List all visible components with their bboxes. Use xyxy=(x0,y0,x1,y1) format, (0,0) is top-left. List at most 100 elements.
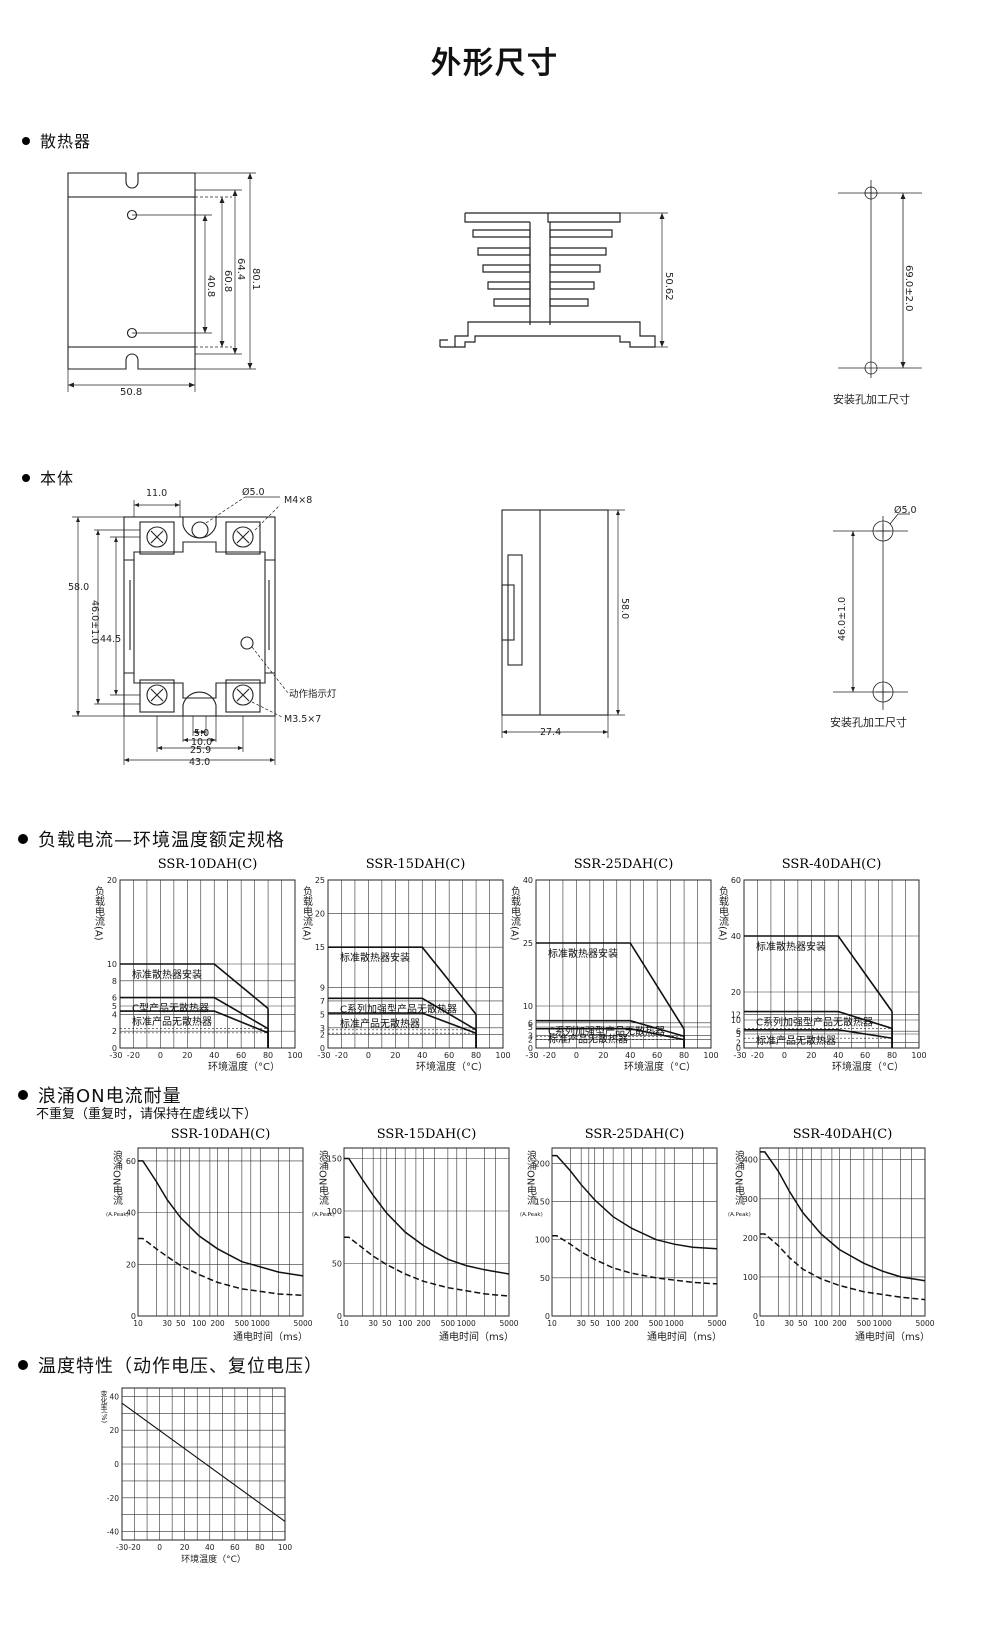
section-body: 本体 xyxy=(22,465,74,489)
surge-dashed-line xyxy=(344,1236,510,1297)
y-tick-label: 10 xyxy=(731,1016,741,1025)
section-temp-label: 温度特性（动作电压、复位电压） xyxy=(38,1356,323,1377)
plot-frame xyxy=(759,1147,926,1317)
x-axis-label: 环境温度（°C） xyxy=(832,1060,904,1073)
dim-58: 58.0 xyxy=(68,582,89,593)
y-tick-label: 8 xyxy=(112,977,117,986)
curve-label: 标准散热器安装 xyxy=(756,940,826,953)
y-tick-label: 2 xyxy=(736,1038,741,1047)
section-surge-label: 浪涌ON电流耐量 xyxy=(38,1086,182,1107)
dim-50-62: 50.62 xyxy=(663,272,674,301)
y-tick-label: 9 xyxy=(320,984,325,993)
dim-mount-46: 46.0±1.0 xyxy=(837,597,848,641)
body-mount-label: 安装孔加工尺寸 xyxy=(830,715,907,729)
y-axis-label: 变化率(%) xyxy=(100,1389,108,1423)
x-tick-label: 40 xyxy=(209,1051,219,1060)
y-tick-label: 20 xyxy=(109,1426,119,1435)
curve-label: 标准产品无散热器 xyxy=(340,1017,420,1030)
series-line xyxy=(120,996,269,1030)
dim-mount-d: Ø5.0 xyxy=(894,505,917,516)
series-line xyxy=(328,1012,477,1034)
y-unit-label: (A.Peak) xyxy=(106,1212,129,1218)
x-tick-label: -20 xyxy=(751,1051,764,1060)
x-tick-label: 5000 xyxy=(707,1319,726,1328)
x-tick-label: 20 xyxy=(390,1051,400,1060)
y-tick-label: 150 xyxy=(327,1155,342,1164)
y-axis-label: 浪涌ON电流 xyxy=(317,1149,329,1206)
x-tick-label: 200 xyxy=(210,1319,225,1328)
x-tick-label: 100 xyxy=(495,1051,510,1060)
series-line xyxy=(328,997,477,1031)
y-tick-label: 0 xyxy=(545,1312,550,1321)
y-tick-label: 60 xyxy=(126,1157,136,1166)
x-tick-label: 60 xyxy=(652,1051,662,1060)
dim-60-8: 60.8 xyxy=(222,270,233,292)
y-axis-label: 负载电流(A) xyxy=(717,885,729,941)
surge-solid-line xyxy=(760,1151,926,1282)
dim-69: 69.0±2.0 xyxy=(903,265,914,312)
x-tick-label: 40 xyxy=(205,1543,215,1552)
dim-25-9: 25.9 xyxy=(190,745,211,756)
dim-44-5: 44.5 xyxy=(100,634,121,645)
x-tick-label: 0 xyxy=(782,1051,787,1060)
series-line xyxy=(536,942,685,1030)
x-tick-label: 500 xyxy=(857,1319,872,1328)
y-tick-label: 20 xyxy=(315,910,325,919)
dim-46: 46.0±1.0 xyxy=(89,600,100,644)
x-tick-label: 200 xyxy=(416,1319,431,1328)
y-tick-label: 100 xyxy=(327,1207,342,1216)
led-label: 动作指示灯 xyxy=(289,688,337,700)
y-tick-label: 100 xyxy=(743,1273,758,1282)
plot-frame xyxy=(343,1147,510,1317)
x-tick-label: 0 xyxy=(157,1543,162,1552)
y-tick-label: -40 xyxy=(107,1528,119,1537)
bullet-icon xyxy=(18,1090,28,1100)
x-tick-label: 5000 xyxy=(293,1319,312,1328)
y-tick-label: 20 xyxy=(126,1260,136,1269)
y-tick-label: 0 xyxy=(337,1312,342,1321)
x-tick-label: 60 xyxy=(230,1543,240,1552)
x-tick-label: 1000 xyxy=(665,1319,684,1328)
y-axis-label: 浪涌ON电流 xyxy=(733,1149,745,1206)
x-tick-label: 100 xyxy=(606,1319,621,1328)
bullet-icon xyxy=(22,136,30,145)
plot-frame xyxy=(137,1147,304,1317)
series-line xyxy=(536,1019,685,1038)
x-tick-label: -30 xyxy=(109,1051,122,1060)
curve-label: 标准散热器安装 xyxy=(340,951,410,964)
x-tick-label: 10 xyxy=(133,1319,143,1328)
bullet-icon xyxy=(18,834,28,844)
x-tick-label: 30 xyxy=(162,1319,172,1328)
series-line xyxy=(536,1027,685,1041)
chart-title: SSR-15DAH(C) xyxy=(366,857,466,872)
plot-frame xyxy=(551,1147,718,1317)
x-tick-label: -30 xyxy=(317,1051,330,1060)
chart-title: SSR-25DAH(C) xyxy=(574,857,674,872)
y-axis-label: 浪涌ON电流 xyxy=(525,1149,537,1206)
series-line xyxy=(744,1029,893,1039)
y-tick-label: 200 xyxy=(535,1159,550,1168)
section-heatsink-label: 散热器 xyxy=(40,132,92,151)
dim-11: 11.0 xyxy=(146,488,167,499)
chart-title: SSR-10DAH(C) xyxy=(171,1127,271,1142)
x-tick-label: -20 xyxy=(127,1051,140,1060)
section-heatsink: 散热器 xyxy=(22,128,91,152)
dim-27-4: 27.4 xyxy=(540,727,561,738)
x-tick-label: 100 xyxy=(278,1543,293,1552)
section-surge: 浪涌ON电流耐量 xyxy=(18,1082,182,1108)
x-axis-label: 环境温度（°C） xyxy=(416,1060,488,1073)
curve-label: C型产品无散热器 xyxy=(132,1002,209,1015)
x-tick-label: 500 xyxy=(235,1319,250,1328)
y-tick-label: 50 xyxy=(332,1260,342,1269)
x-tick-label: 0 xyxy=(366,1051,371,1060)
x-tick-label: 200 xyxy=(832,1319,847,1328)
dim-43: 43.0 xyxy=(189,757,210,768)
x-tick-label: 500 xyxy=(649,1319,664,1328)
y-tick-label: 6 xyxy=(528,1019,533,1028)
dim-10: 10.0 xyxy=(191,737,212,748)
surge-solid-line xyxy=(344,1157,510,1275)
page-title: 外形尺寸 xyxy=(431,46,559,81)
x-tick-label: 40 xyxy=(417,1051,427,1060)
